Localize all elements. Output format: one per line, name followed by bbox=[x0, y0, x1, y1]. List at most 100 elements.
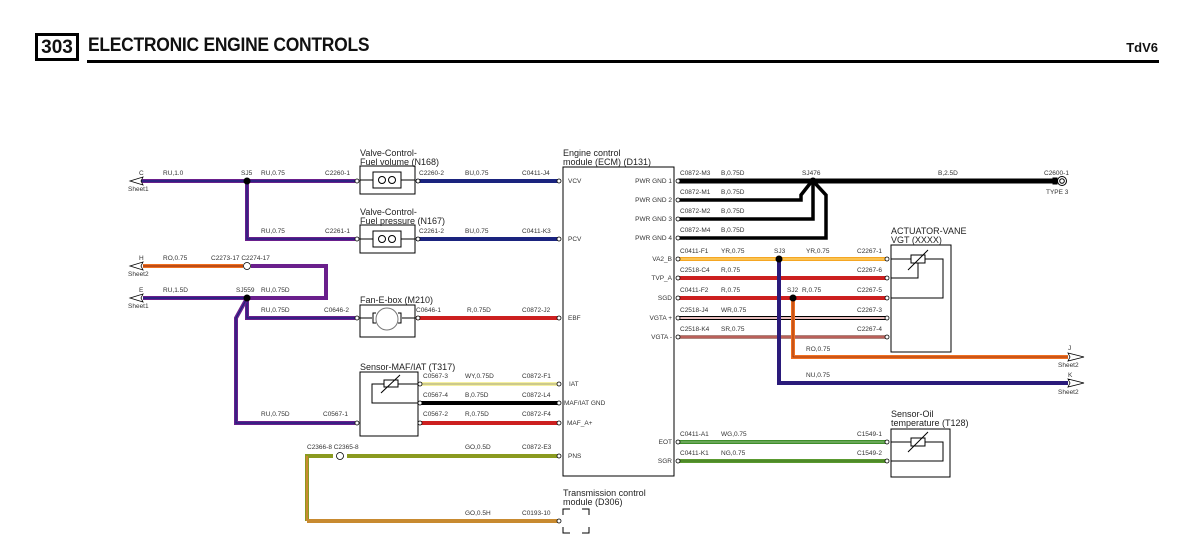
connector-label: C0567-4 bbox=[423, 392, 448, 399]
connector-label: C2267-4 bbox=[857, 326, 882, 333]
connector-label: C2267-5 bbox=[857, 287, 882, 294]
connector-label: C2267-6 bbox=[857, 267, 882, 274]
ground-terminal-icon bbox=[1052, 176, 1067, 186]
connector-label: C1549-2 bbox=[857, 450, 882, 457]
ecm-pin-vgta-minus: VGTA - bbox=[651, 334, 672, 341]
connector-label: C0872-M1 bbox=[680, 189, 711, 196]
tcm-label-2: module (D306) bbox=[563, 497, 623, 507]
ecm-pin-pwr-gnd-3: PWR GND 3 bbox=[635, 216, 672, 223]
connector-label: C0567-2 bbox=[423, 411, 448, 418]
wire-label: B,0.75D bbox=[721, 170, 745, 177]
connector-label: C2267-3 bbox=[857, 307, 882, 314]
vgt-actuator-label-2: VGT (XXXX) bbox=[891, 235, 942, 245]
wire-label: SR,0.75 bbox=[721, 326, 745, 333]
connector-label: C0567-3 bbox=[423, 373, 448, 380]
connector-label: C2518-C4 bbox=[680, 267, 710, 274]
wire-c2274-to-sj559 bbox=[247, 264, 328, 300]
wire-label: RU,0.75D bbox=[261, 287, 290, 294]
connector-label: C0411-F2 bbox=[680, 287, 709, 294]
wire-label: NU,0.75 bbox=[806, 372, 830, 379]
fuel-pressure-valve-label-1: Valve-Control- bbox=[360, 207, 417, 217]
wire-label: BU,0.75 bbox=[465, 228, 489, 235]
fuel-volume-valve-label-1: Valve-Control- bbox=[360, 148, 417, 158]
sheet-arrows bbox=[128, 176, 1085, 388]
wire-label: B,0.75D bbox=[721, 189, 745, 196]
wire-label: WY,0.75D bbox=[465, 373, 494, 380]
sheet-ref-c-letter: C bbox=[139, 170, 144, 177]
splice-label-sj559: SJ559 bbox=[236, 287, 255, 294]
ecm-pin-iat: IAT bbox=[569, 381, 579, 388]
connector-label: C0646-1 bbox=[416, 307, 441, 314]
vgt-actuator bbox=[890, 244, 952, 353]
fan-ebox-label: Fan-E-box (M210) bbox=[360, 295, 433, 305]
sheet-ref-h-sheet[interactable]: Sheet2 bbox=[128, 271, 149, 278]
connector-label: C0411-K3 bbox=[522, 228, 551, 235]
wires bbox=[135, 178, 1068, 523]
sheet-ref-c-arrow-icon[interactable] bbox=[128, 176, 144, 186]
connector-label: C0567-1 bbox=[323, 411, 348, 418]
connector-label: C0872-M4 bbox=[680, 227, 711, 234]
ecm-pin-tvp-a: TVP_A bbox=[651, 275, 672, 282]
sheet-ref-j-arrow-icon[interactable] bbox=[1067, 352, 1085, 362]
oil-temp-sensor bbox=[890, 428, 951, 478]
ecm-pin-vgta-plus: VGTA + bbox=[650, 315, 673, 322]
wire-label: R,0.75D bbox=[465, 411, 489, 418]
splice-sj476 bbox=[809, 177, 817, 185]
wire-label: B,0.75D bbox=[721, 208, 745, 215]
connector-label: C2366-8 C2365-8 bbox=[307, 444, 359, 451]
sheet-ref-h-arrow-icon[interactable] bbox=[128, 261, 144, 271]
splice-label-sj5: SJ5 bbox=[241, 170, 253, 177]
sheet-ref-e-letter: E bbox=[139, 287, 144, 294]
connector-label: C0872-M3 bbox=[680, 170, 711, 177]
fuel-pressure-valve bbox=[359, 224, 416, 254]
wire-label: RU,0.75D bbox=[261, 307, 290, 314]
ground-type-label: TYPE 3 bbox=[1046, 189, 1069, 196]
wire-label: YR,0.75 bbox=[806, 248, 830, 255]
sheet-ref-e-sheet[interactable]: Sheet1 bbox=[128, 303, 149, 310]
ecm-pin-eot: EOT bbox=[659, 439, 672, 446]
wire-sj559-to-maf bbox=[234, 299, 355, 425]
wire-label: WG,0.75 bbox=[721, 431, 747, 438]
splice-sj3 bbox=[775, 255, 783, 263]
ecm-pin-pns: PNS bbox=[568, 453, 582, 460]
wire-label: RU,0.75 bbox=[261, 170, 285, 177]
connector-label: C1549-1 bbox=[857, 431, 882, 438]
wire-label: R,0.75 bbox=[721, 267, 741, 274]
wire-sj3-to-k bbox=[777, 259, 1068, 385]
fuel-pressure-valve-label-2: Fuel pressure (N167) bbox=[360, 216, 445, 226]
sheet-ref-h-letter: H bbox=[139, 255, 144, 262]
wire-label: GO,0.5H bbox=[465, 510, 491, 517]
ecm-label-2: module (ECM) (D131) bbox=[563, 157, 651, 167]
wire-pwr-gnd-4 bbox=[678, 179, 828, 240]
sheet-ref-k-letter: K bbox=[1068, 372, 1073, 379]
engine-label: TdV6 bbox=[1126, 40, 1158, 55]
ecm-box bbox=[562, 166, 675, 477]
vgt-actuator-label-1: ACTUATOR-VANE bbox=[891, 226, 967, 236]
connector-label: C0646-2 bbox=[324, 307, 349, 314]
splice-sj2 bbox=[789, 294, 797, 302]
wire-label: R,0.75 bbox=[721, 287, 741, 294]
sheet-ref-e-arrow-icon[interactable] bbox=[128, 293, 144, 303]
wire-sj559-to-fan bbox=[245, 298, 355, 320]
connector-label: C2261-2 bbox=[419, 228, 444, 235]
sheet-ref-j-letter: J bbox=[1068, 345, 1071, 352]
connector-label: C2260-2 bbox=[419, 170, 444, 177]
sheet-ref-c-sheet[interactable]: Sheet1 bbox=[128, 186, 149, 193]
ecm-label-1: Engine control bbox=[563, 148, 621, 158]
ecm-pin-pwr-gnd-1: PWR GND 1 bbox=[635, 178, 672, 185]
connector-pins bbox=[243, 178, 890, 524]
splice-label-sj3: SJ3 bbox=[774, 248, 786, 255]
sheet-ref-k-sheet[interactable]: Sheet2 bbox=[1058, 389, 1079, 396]
connector-label: C2273-17 C2274-17 bbox=[211, 255, 270, 262]
connector-label: C0193-10 bbox=[522, 510, 551, 517]
ecm-pin-vcv: VCV bbox=[568, 178, 582, 185]
sheet-ref-k-arrow-icon[interactable] bbox=[1067, 378, 1085, 388]
section-number-badge: 303 bbox=[35, 33, 79, 61]
wire-pns bbox=[305, 454, 558, 521]
ecm-pin-va2-b: VA2_B bbox=[652, 256, 672, 263]
sheet-ref-j-sheet[interactable]: Sheet2 bbox=[1058, 362, 1079, 369]
wire-pwr-gnd-3 bbox=[678, 181, 815, 221]
wire-tcm bbox=[306, 456, 558, 523]
splices bbox=[243, 177, 817, 302]
